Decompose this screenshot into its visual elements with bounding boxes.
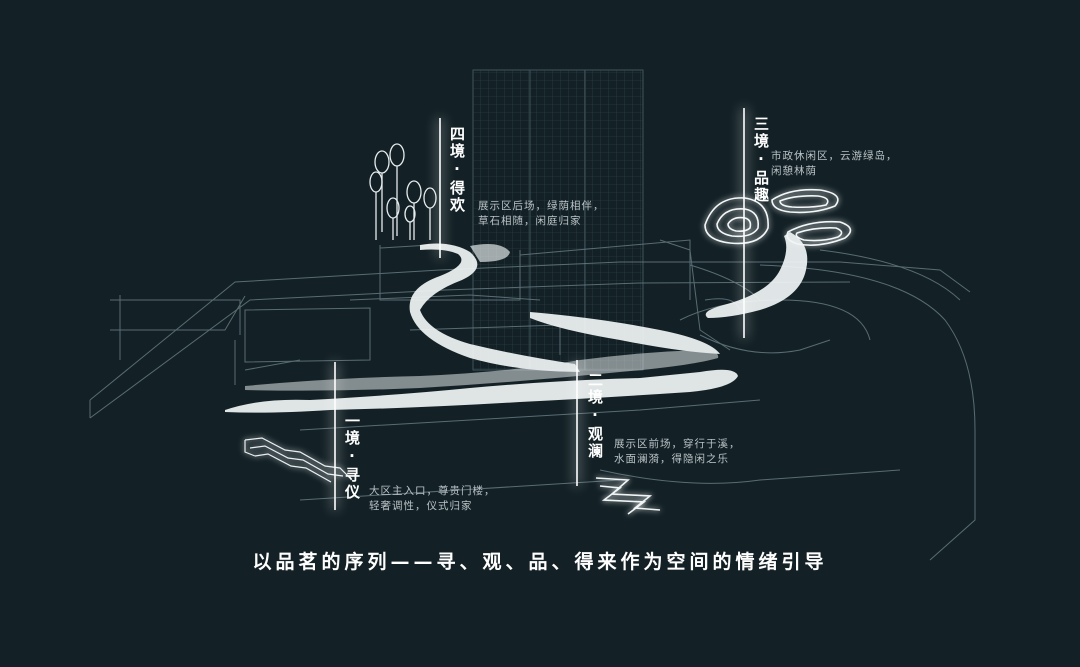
stage-3-title: 三境·品趣	[752, 116, 770, 204]
stage-3-description: 市政休闲区，云游绿岛， 闲憩林荫	[771, 149, 898, 179]
tree-cluster	[369, 143, 437, 240]
stage-1-desc-line-2: 轻奢调性，仪式归家	[369, 500, 473, 512]
stage-marker-lines	[333, 108, 746, 510]
stage-4-title: 四境·得欢	[448, 126, 466, 214]
island-rings	[704, 188, 852, 246]
stage-3-desc-line-1: 市政休闲区，云游绿岛，	[771, 150, 898, 162]
stage-1-description: 大区主入口，尊贵门楼， 轻奢调性，仪式归家	[369, 484, 496, 514]
stage-3-desc-line-2: 闲憩林荫	[771, 165, 817, 177]
stage-2-description: 展示区前场，穿行于溪， 水面澜漪，得隐闲之乐	[614, 437, 741, 467]
stage-4-desc-line-2: 草石相随，闲庭归家	[478, 215, 582, 227]
zigzag-stream	[595, 477, 661, 515]
stage-1-title: 一境·寻仪	[343, 413, 361, 501]
diagram-caption: 以品茗的序列——寻、观、品、得来作为空间的情绪引导	[252, 551, 828, 573]
stage-2-desc-line-2: 水面澜漪，得隐闲之乐	[614, 453, 729, 465]
entrance-steps	[244, 437, 351, 483]
light-path	[225, 232, 808, 413]
stage-4-description: 展示区后场，绿荫相伴， 草石相随，闲庭归家	[478, 199, 605, 229]
stage-2-desc-line-1: 展示区前场，穿行于溪，	[614, 438, 741, 450]
stage-4-desc-line-1: 展示区后场，绿荫相伴，	[478, 200, 605, 212]
stage-2-title: 二境·观澜	[586, 372, 604, 460]
site-wireframe	[89, 239, 976, 561]
stage-1-desc-line-1: 大区主入口，尊贵门楼，	[369, 485, 496, 497]
